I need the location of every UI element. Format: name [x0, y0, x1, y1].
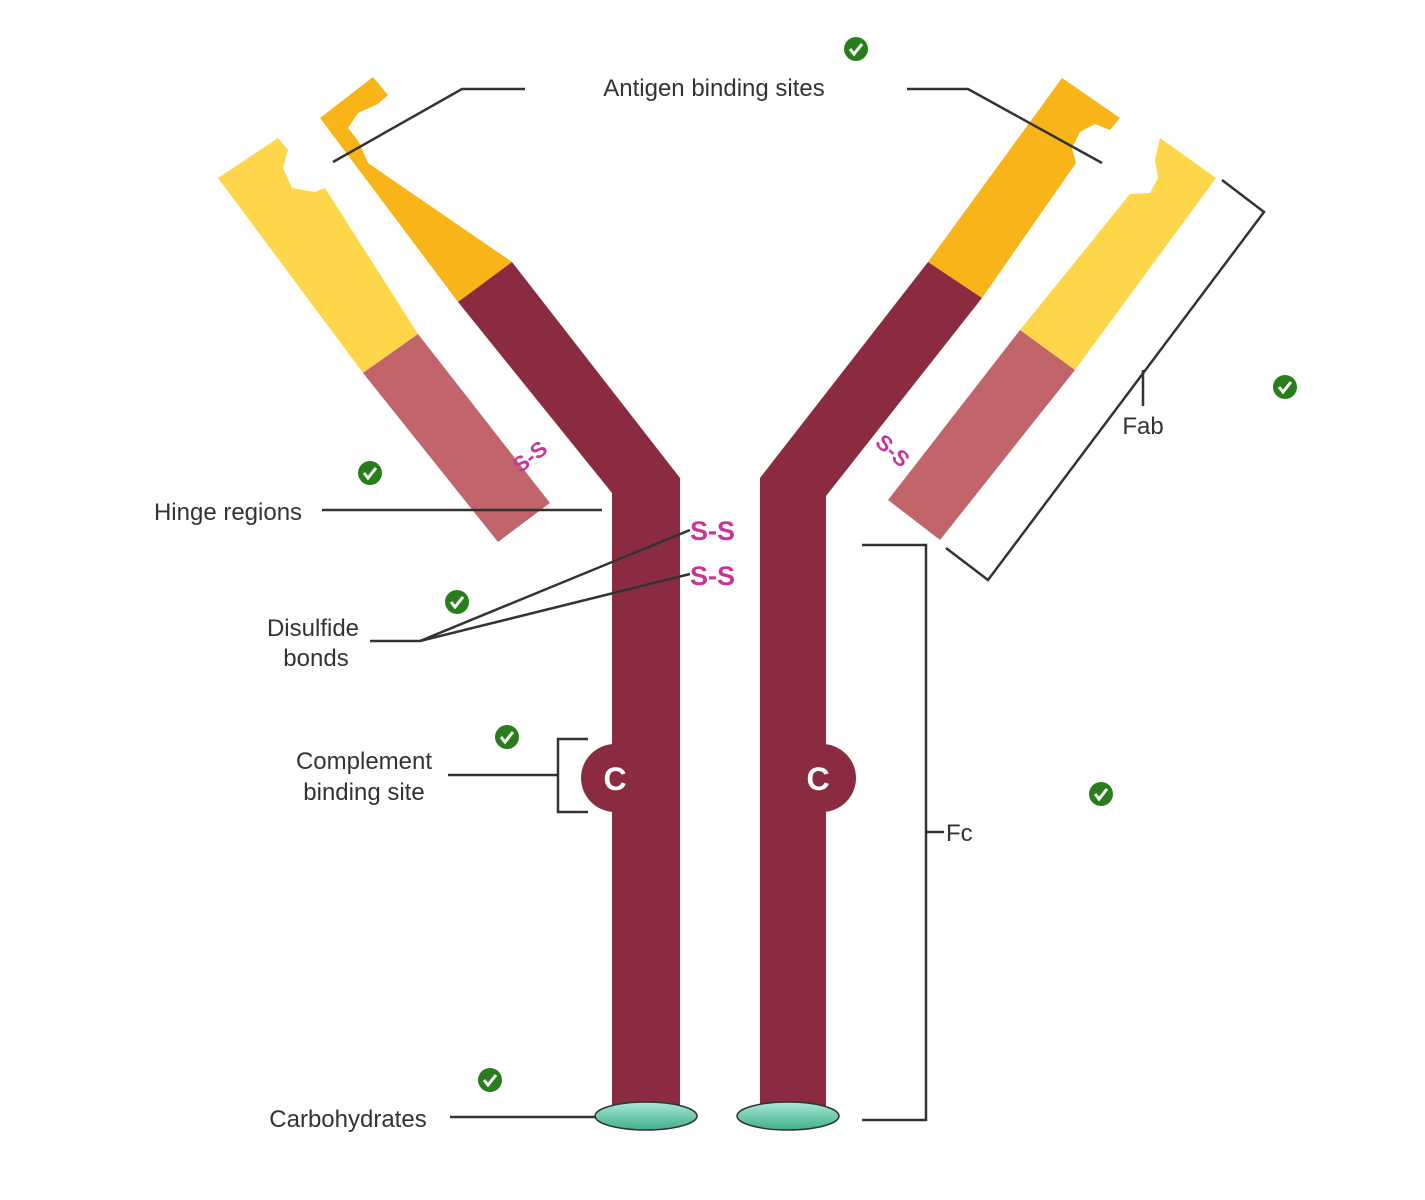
right-light-chain-constant	[888, 330, 1075, 540]
left-carbohydrate	[594, 1101, 698, 1131]
carbohydrates-label: Carbohydrates	[269, 1106, 426, 1133]
complement-bracket	[556, 737, 588, 814]
disulfide-leader-bottom	[370, 572, 691, 643]
check-icon	[1089, 782, 1113, 806]
hinge-disulfide-mark-bottom: S-S	[690, 561, 735, 591]
check-icon	[358, 461, 382, 485]
right-light-chain-variable	[1020, 138, 1216, 370]
left-light-chain-variable	[218, 138, 418, 373]
right-carbohydrate	[736, 1101, 840, 1131]
left-complement-mark: C	[603, 761, 626, 797]
antigen-binding-sites-label: Antigen binding sites	[603, 75, 824, 102]
right-complement-mark: C	[806, 761, 829, 797]
antigen-leader-left	[332, 87, 525, 164]
fc-label: Fc	[946, 820, 973, 847]
check-icon	[495, 725, 519, 749]
fab-bracket	[945, 179, 1266, 582]
complement-binding-site-label-line2: binding site	[303, 779, 424, 806]
right-heavy-chain-variable	[928, 78, 1120, 298]
hinge-regions-label: Hinge regions	[154, 499, 302, 526]
complement-binding-site-label-line1: Complement	[296, 748, 432, 775]
check-icon	[478, 1068, 502, 1092]
check-icon	[844, 37, 868, 61]
check-icon	[1273, 375, 1297, 399]
left-complement-site	[581, 744, 649, 812]
fab-label: Fab	[1122, 413, 1163, 440]
fc-bracket	[862, 543, 928, 1122]
left-light-chain-constant	[363, 334, 550, 542]
antigen-leader-right	[907, 87, 1103, 165]
disulfide-leader-top	[419, 528, 691, 643]
disulfide-bonds-label-line1: Disulfide	[267, 615, 359, 642]
left-heavy-chain-constant	[458, 262, 680, 1108]
check-icon	[445, 590, 469, 614]
hinge-disulfide-mark-top: S-S	[690, 516, 735, 546]
right-arm-disulfide-mark: S-S	[871, 429, 915, 472]
right-complement-site	[788, 744, 856, 812]
left-heavy-chain-variable	[320, 77, 512, 302]
disulfide-bonds-label-line2: bonds	[283, 645, 348, 672]
right-heavy-chain-constant	[760, 262, 982, 1108]
